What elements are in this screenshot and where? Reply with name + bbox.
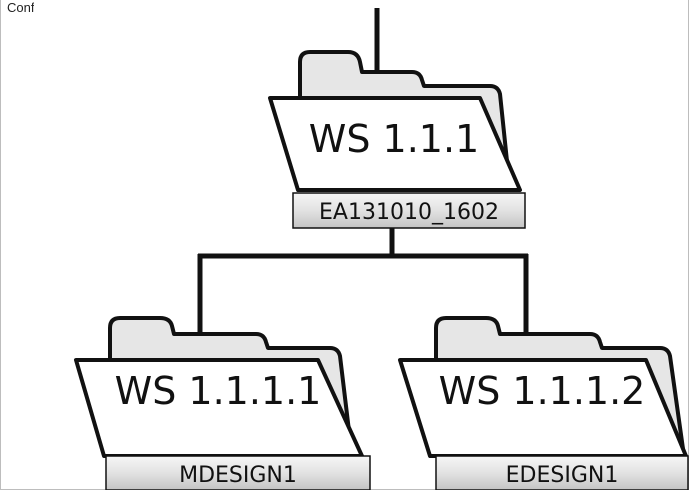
version-label-left-child: MDESIGN1 [105, 455, 371, 490]
version-label-root: EA131010_1602 [292, 192, 526, 229]
folder-front-panel [268, 96, 522, 192]
folder-icon-right-child[interactable]: WS 1.1.1.2 [398, 316, 688, 458]
folder-icon-left-child[interactable]: WS 1.1.1.1 [74, 316, 364, 458]
left-child-version-label: MDESIGN1 [179, 463, 297, 488]
version-label-right-child: EDESIGN1 [435, 455, 689, 490]
right-child-folder-label: WS 1.1.1.2 [439, 369, 646, 413]
folder-icon-root[interactable]: WS 1.1.1 [268, 50, 522, 192]
root-version-label: EA131010_1602 [319, 200, 499, 225]
right-child-version-label: EDESIGN1 [506, 463, 619, 488]
left-child-folder-label: WS 1.1.1.1 [115, 369, 322, 413]
document-header: Conf [7, 0, 35, 12]
root-folder-label: WS 1.1.1 [309, 117, 479, 161]
